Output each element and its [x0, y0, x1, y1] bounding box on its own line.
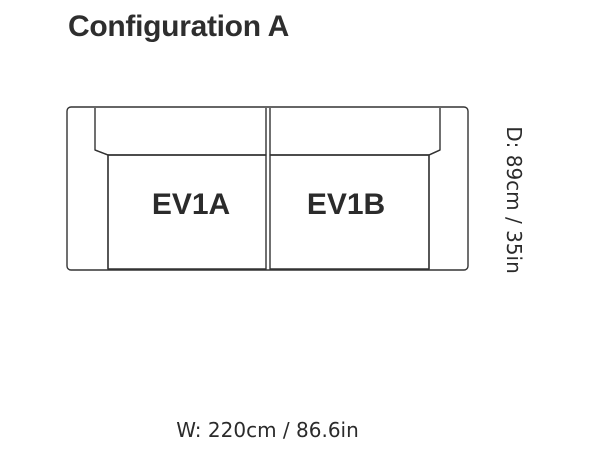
module-ev1a-seat [107, 154, 267, 270]
sofa-outline [66, 106, 469, 271]
backrest-right [269, 108, 441, 156]
page-title: Configuration A [68, 10, 290, 43]
module-label-ev1b: EV1B [307, 188, 385, 221]
module-label-ev1a: EV1A [152, 188, 230, 221]
depth-label: D: 89cm / 35in [502, 126, 526, 274]
left-arm [94, 108, 109, 269]
right-arm [428, 108, 441, 269]
module-ev1b-seat [269, 154, 430, 270]
backrest-left [94, 108, 267, 156]
width-dimension: W: 220cm / 86.6in [176, 418, 359, 442]
